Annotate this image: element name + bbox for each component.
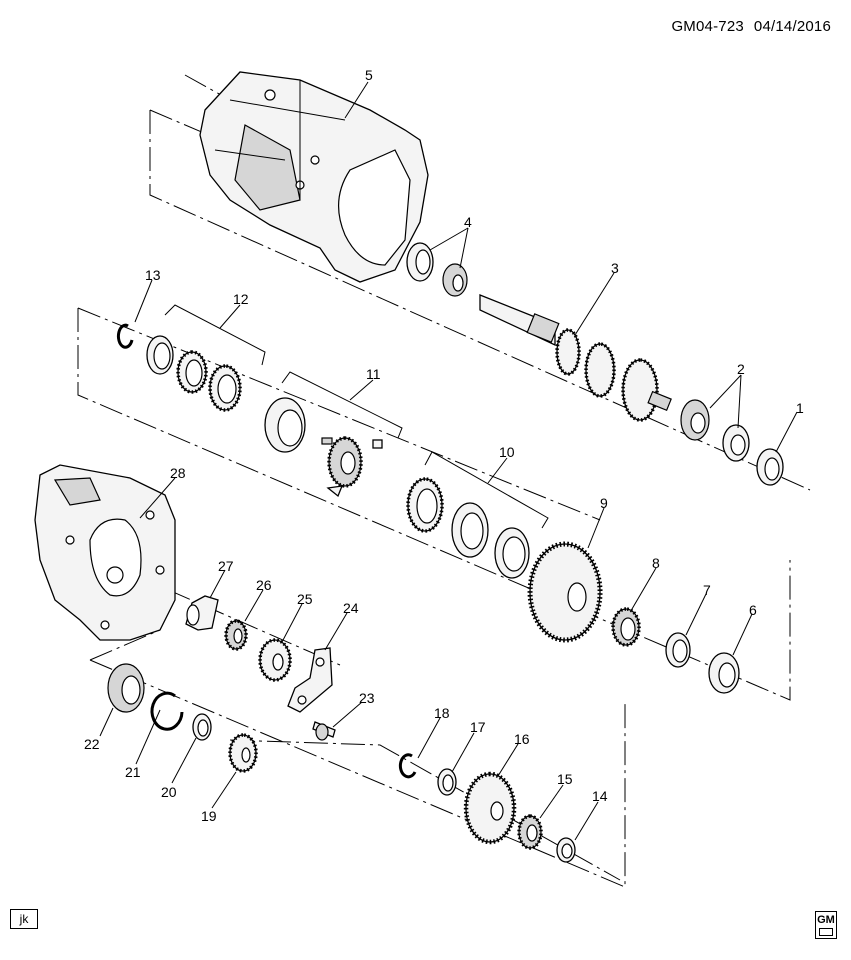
callout-9: 9	[600, 495, 608, 511]
callout-2: 2	[737, 361, 745, 377]
gm-logo-icon: GM	[815, 911, 837, 939]
needle-bearing-26	[224, 619, 248, 651]
callout-26: 26	[256, 577, 272, 593]
callout-labels: 1 2 3 4 5 6 7 8 9 10 11 12 13 14 15 16 1…	[84, 67, 804, 824]
counter-shaft	[479, 294, 672, 422]
callout-15: 15	[557, 771, 573, 787]
callout-21: 21	[125, 764, 141, 780]
snap-ring-20	[192, 713, 212, 741]
bracket-24	[287, 647, 333, 713]
callout-7: 7	[703, 582, 711, 598]
extension-housing-28	[34, 464, 176, 641]
callout-11: 11	[366, 366, 381, 382]
callout-23: 23	[359, 690, 375, 706]
gear-16	[463, 771, 517, 845]
transmission-case	[199, 71, 429, 283]
needle-bearing-8	[611, 607, 641, 647]
callout-27: 27	[218, 558, 234, 574]
callout-16: 16	[514, 731, 530, 747]
callout-17: 17	[470, 719, 486, 735]
callout-25: 25	[297, 591, 313, 607]
callout-18: 18	[434, 705, 450, 721]
needle-bearing-15	[517, 814, 543, 850]
callout-8: 8	[652, 555, 660, 571]
group-brackets	[164, 304, 549, 529]
bearing-2	[680, 399, 750, 462]
synchronizer-assembly-11	[264, 397, 383, 498]
synchronizer-rings-10	[406, 477, 530, 579]
diagram-code: GM04-723	[671, 18, 744, 35]
gear-19	[228, 733, 258, 773]
centerlines	[77, 74, 811, 888]
callout-1: 1	[796, 400, 804, 416]
callout-28: 28	[170, 465, 186, 481]
snap-ring-18	[398, 753, 417, 779]
callout-24: 24	[343, 600, 359, 616]
gm-logo-bar	[819, 928, 833, 936]
seal-1	[756, 448, 784, 486]
gear-9	[527, 541, 603, 643]
callout-6: 6	[749, 602, 757, 618]
callout-10: 10	[499, 444, 515, 460]
callout-20: 20	[161, 784, 177, 800]
synchronizer-rings-12	[146, 335, 242, 412]
callout-13: 13	[145, 267, 161, 283]
callout-12: 12	[233, 291, 249, 307]
callout-5: 5	[365, 67, 373, 83]
gear-25	[258, 638, 292, 682]
callout-4: 4	[464, 214, 472, 230]
spacer-7	[665, 632, 691, 668]
snap-ring-13	[116, 323, 134, 349]
author-initials: jk	[10, 909, 38, 929]
snap-ring-21	[150, 691, 184, 731]
bearing-4	[406, 242, 468, 297]
callout-14: 14	[592, 788, 608, 804]
diagram-date: 04/14/2016	[753, 18, 831, 35]
gm-logo-text: GM	[817, 914, 835, 926]
callout-19: 19	[201, 808, 217, 824]
callout-22: 22	[84, 736, 100, 752]
bearing-22	[107, 663, 145, 713]
diagram-header: GM04-723 04/14/2016	[671, 18, 831, 35]
washer-17	[437, 768, 457, 796]
bolt-23	[312, 721, 336, 741]
seal-6	[708, 652, 740, 694]
leader-lines	[99, 81, 798, 841]
sleeve-27	[185, 595, 219, 631]
callout-3: 3	[611, 260, 619, 276]
washer-14	[556, 837, 576, 863]
